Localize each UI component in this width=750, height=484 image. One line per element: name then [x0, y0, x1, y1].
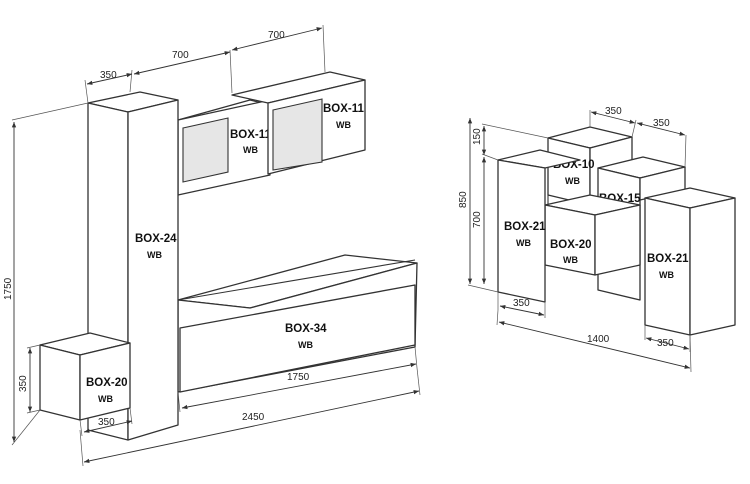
box-21-left-label: BOX-21	[504, 221, 546, 233]
dim-wall-box-a: 700	[172, 50, 189, 61]
box-20-mid-label: BOX-20	[550, 239, 592, 251]
dim-tower-width: 350	[100, 70, 117, 81]
dim-base-length: 1750	[287, 372, 310, 383]
box-20-low: BOX-20 WB	[39, 332, 131, 421]
left-dimensions: 350 700 700 1750 350 350	[3, 24, 421, 467]
right-unit: BOX-10 WB BOX-15 WB BOX-20 WB BOX-21	[458, 106, 736, 373]
box-20-low-label: BOX-20	[86, 377, 128, 389]
dim-total-length: 2450	[242, 412, 265, 423]
box-11-left-finish: WB	[243, 145, 258, 155]
dim-top-offset: 150	[472, 128, 483, 145]
box-24-label: BOX-24	[135, 233, 177, 245]
dim-cabinet-height: 700	[472, 211, 483, 228]
box-34-label: BOX-34	[285, 323, 327, 335]
box-11-right: BOX-11 WB	[231, 71, 366, 175]
box-21-left-finish: WB	[516, 238, 531, 248]
dim-mid-box-width: 350	[653, 118, 670, 129]
box-20-low-finish: WB	[98, 394, 113, 404]
box-21-right-finish: WB	[659, 270, 674, 280]
dim-right-width: 350	[657, 338, 674, 349]
left-unit: BOX-34 WB BOX-11 WB BOX-11 WB BOX-24 WB	[3, 24, 421, 467]
box-34-finish: WB	[298, 340, 313, 350]
box-21-left: BOX-21 WB	[497, 149, 581, 303]
dim-low-box-depth: 350	[98, 417, 115, 428]
box-10-finish: WB	[565, 176, 580, 186]
box-21-right: BOX-21 WB	[644, 187, 736, 336]
dim-top-box-width: 350	[605, 106, 622, 117]
box-20-mid-finish: WB	[563, 255, 578, 265]
dim-total-height: 850	[458, 191, 469, 208]
box-11-left-label: BOX-11	[230, 129, 272, 141]
box-11-right-label: BOX-11	[323, 103, 365, 115]
right-dimensions: 350 350 150 850 700 350	[458, 106, 692, 373]
box-11-right-finish: WB	[336, 120, 351, 130]
dim-wall-box-b: 700	[268, 30, 285, 41]
box-21-right-label: BOX-21	[647, 253, 689, 265]
dim-height: 1750	[3, 277, 14, 300]
dim-left-width: 350	[513, 298, 530, 309]
box-20-mid: BOX-20 WB	[544, 194, 641, 276]
dim-low-box-height: 350	[18, 375, 29, 392]
box-24-finish: WB	[147, 250, 162, 260]
dim-total-length-right: 1400	[587, 334, 610, 345]
